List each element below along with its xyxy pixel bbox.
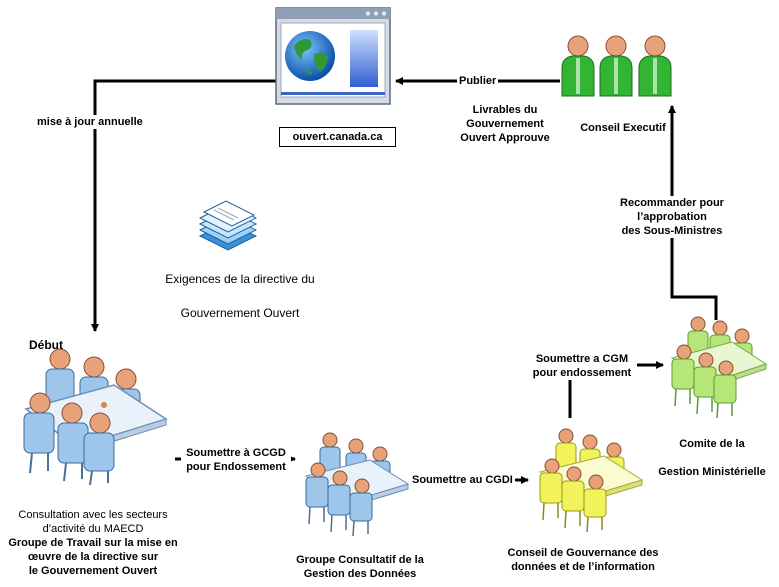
- publish-label: Publier: [457, 74, 499, 88]
- document-stack-icon: [198, 200, 258, 251]
- submit-cgm-label: Soumettre a CGM pour endossement: [527, 352, 637, 380]
- website-url-label: ouvert.canada.ca: [279, 127, 396, 147]
- executive-council-icon: [561, 35, 672, 97]
- gcgd-group-icon: [304, 432, 410, 537]
- annual-update-label: mise à jour annuelle: [37, 115, 143, 129]
- submit-cgdi-label: Soumettre au CGDI: [410, 473, 515, 487]
- start-label: Début: [29, 338, 63, 352]
- gcgd-caption: Groupe Consultatif de la Gestion des Don…: [296, 554, 424, 580]
- annual-update-arrow: [91, 79, 278, 332]
- cgdi-group-icon: [538, 428, 644, 533]
- deliverables-label: Livrables du Gouvernement Ouvert Approuv…: [460, 104, 550, 144]
- cgm-group-icon: [670, 316, 768, 419]
- submit-gcgd-label: Soumettre à GCGD pour Endossement: [181, 446, 291, 474]
- website-icon: [275, 7, 391, 105]
- executive-council-label: Conseil Executif: [580, 122, 666, 134]
- recommend-label: Recommander pour l’approbation des Sous-…: [612, 196, 732, 238]
- directive-label: Exigences de la directive du Gouvernemen…: [165, 272, 315, 320]
- cgdi-caption: Conseil de Gouvernance des données et de…: [507, 547, 659, 573]
- start-group-icon: [23, 348, 168, 486]
- start-caption: Consultation avec les secteurs d’activit…: [8, 509, 178, 577]
- cgm-caption: Comite de la Gestion Ministérielle: [658, 438, 766, 478]
